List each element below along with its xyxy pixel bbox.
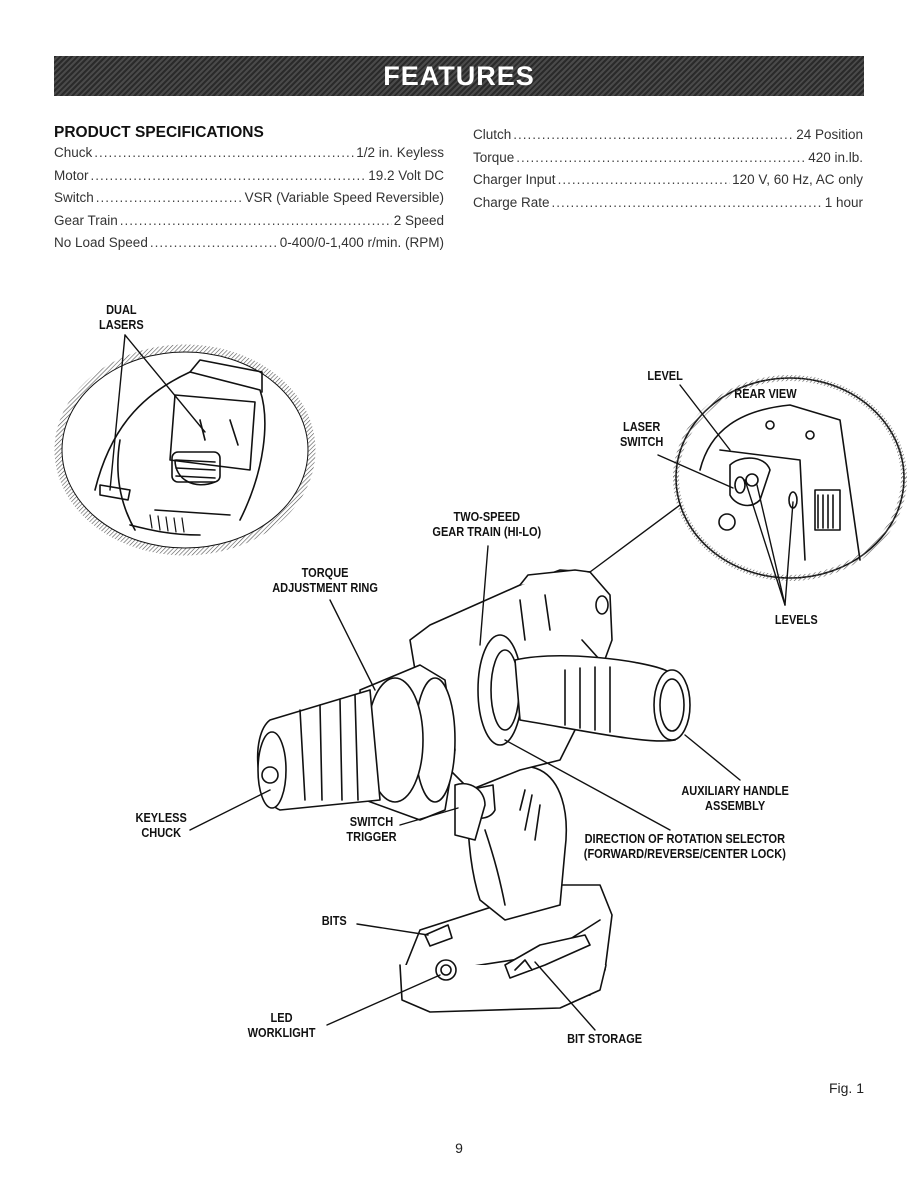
spec-row: Charge Rate 1 hour	[473, 192, 863, 215]
spec-row: Clutch 24 Position	[473, 124, 863, 147]
spec-row: Chuck 1/2 in. Keyless	[54, 142, 444, 165]
laser-detail-inset	[54, 344, 316, 556]
specs-title: PRODUCT SPECIFICATIONS	[54, 124, 264, 141]
spec-value: 1/2 in. Keyless	[356, 145, 444, 160]
spec-row: Gear Train 2 Speed	[54, 210, 444, 233]
spec-value: 0-400/0-1,400 r/min. (RPM)	[279, 235, 444, 250]
specs-right-list: Clutch 24 Position Torque 420 in.lb. Charg…	[473, 124, 863, 214]
spec-value: 120 V, 60 Hz, AC only	[732, 172, 863, 187]
spec-label: Chuck	[54, 145, 93, 160]
spec-label: Switch	[54, 190, 94, 205]
leader-lines	[109, 334, 794, 1031]
drill-body	[256, 569, 691, 1013]
callout-led-worklight: LED WORKLIGHT	[247, 1011, 316, 1040]
callout-bits: BITS	[321, 914, 347, 928]
callout-bit-storage: BIT STORAGE	[567, 1032, 643, 1046]
spec-row: No Load Speed 0-400/0-1,400 r/min. (RPM)	[54, 232, 444, 255]
callout-dual-lasers: DUAL LASERS	[99, 303, 144, 332]
spec-value: 19.2 Volt DC	[368, 167, 444, 183]
spec-label: Gear Train	[54, 212, 118, 228]
callout-two-speed-gear-train: TWO-SPEED GEAR TRAIN (HI-LO)	[432, 510, 542, 539]
spec-row: Charger Input 120 V, 60 Hz, AC only	[473, 169, 863, 192]
spec-value: 420 in.lb.	[808, 149, 863, 165]
callout-switch-trigger: SWITCH TRIGGER	[346, 815, 397, 844]
callout-aux-handle: AUXILIARY HANDLE ASSEMBLY	[681, 784, 789, 813]
figure-label: Fig. 1	[828, 1080, 864, 1096]
spec-row: Motor 19.2 Volt DC	[54, 165, 444, 188]
spec-value: 2 Speed	[393, 212, 444, 228]
spec-value: 24 Position	[796, 127, 863, 142]
specs-left-list: Chuck 1/2 in. Keyless Motor 19.2 Volt DC S…	[54, 142, 444, 255]
callout-levels: LEVELS	[774, 613, 818, 627]
callout-level: LEVEL	[647, 369, 683, 383]
callout-keyless-chuck: KEYLESS CHUCK	[135, 811, 187, 840]
callout-laser-switch: LASER SWITCH	[619, 420, 664, 449]
spec-value: 1 hour	[824, 194, 863, 210]
banner-title: FEATURES	[383, 60, 535, 91]
spec-label: Charger Input	[473, 172, 556, 187]
spec-label: No Load Speed	[54, 235, 148, 250]
spec-row: Switch VSR (Variable Speed Reversible)	[54, 187, 444, 210]
spec-label: Motor	[54, 167, 89, 183]
spec-row: Torque 420 in.lb.	[473, 147, 863, 170]
spec-value: VSR (Variable Speed Reversible)	[244, 190, 444, 205]
spec-label: Torque	[473, 149, 515, 165]
page-number: 9	[455, 1140, 463, 1156]
spec-label: Clutch	[473, 127, 512, 142]
features-banner: FEATURES	[54, 56, 864, 96]
spec-label: Charge Rate	[473, 194, 550, 210]
callout-direction-selector: DIRECTION OF ROTATION SELECTOR (FORWARD/…	[583, 832, 786, 861]
callout-rear-view: REAR VIEW	[734, 387, 797, 401]
callout-torque-ring: TORQUE ADJUSTMENT RING	[272, 566, 378, 595]
